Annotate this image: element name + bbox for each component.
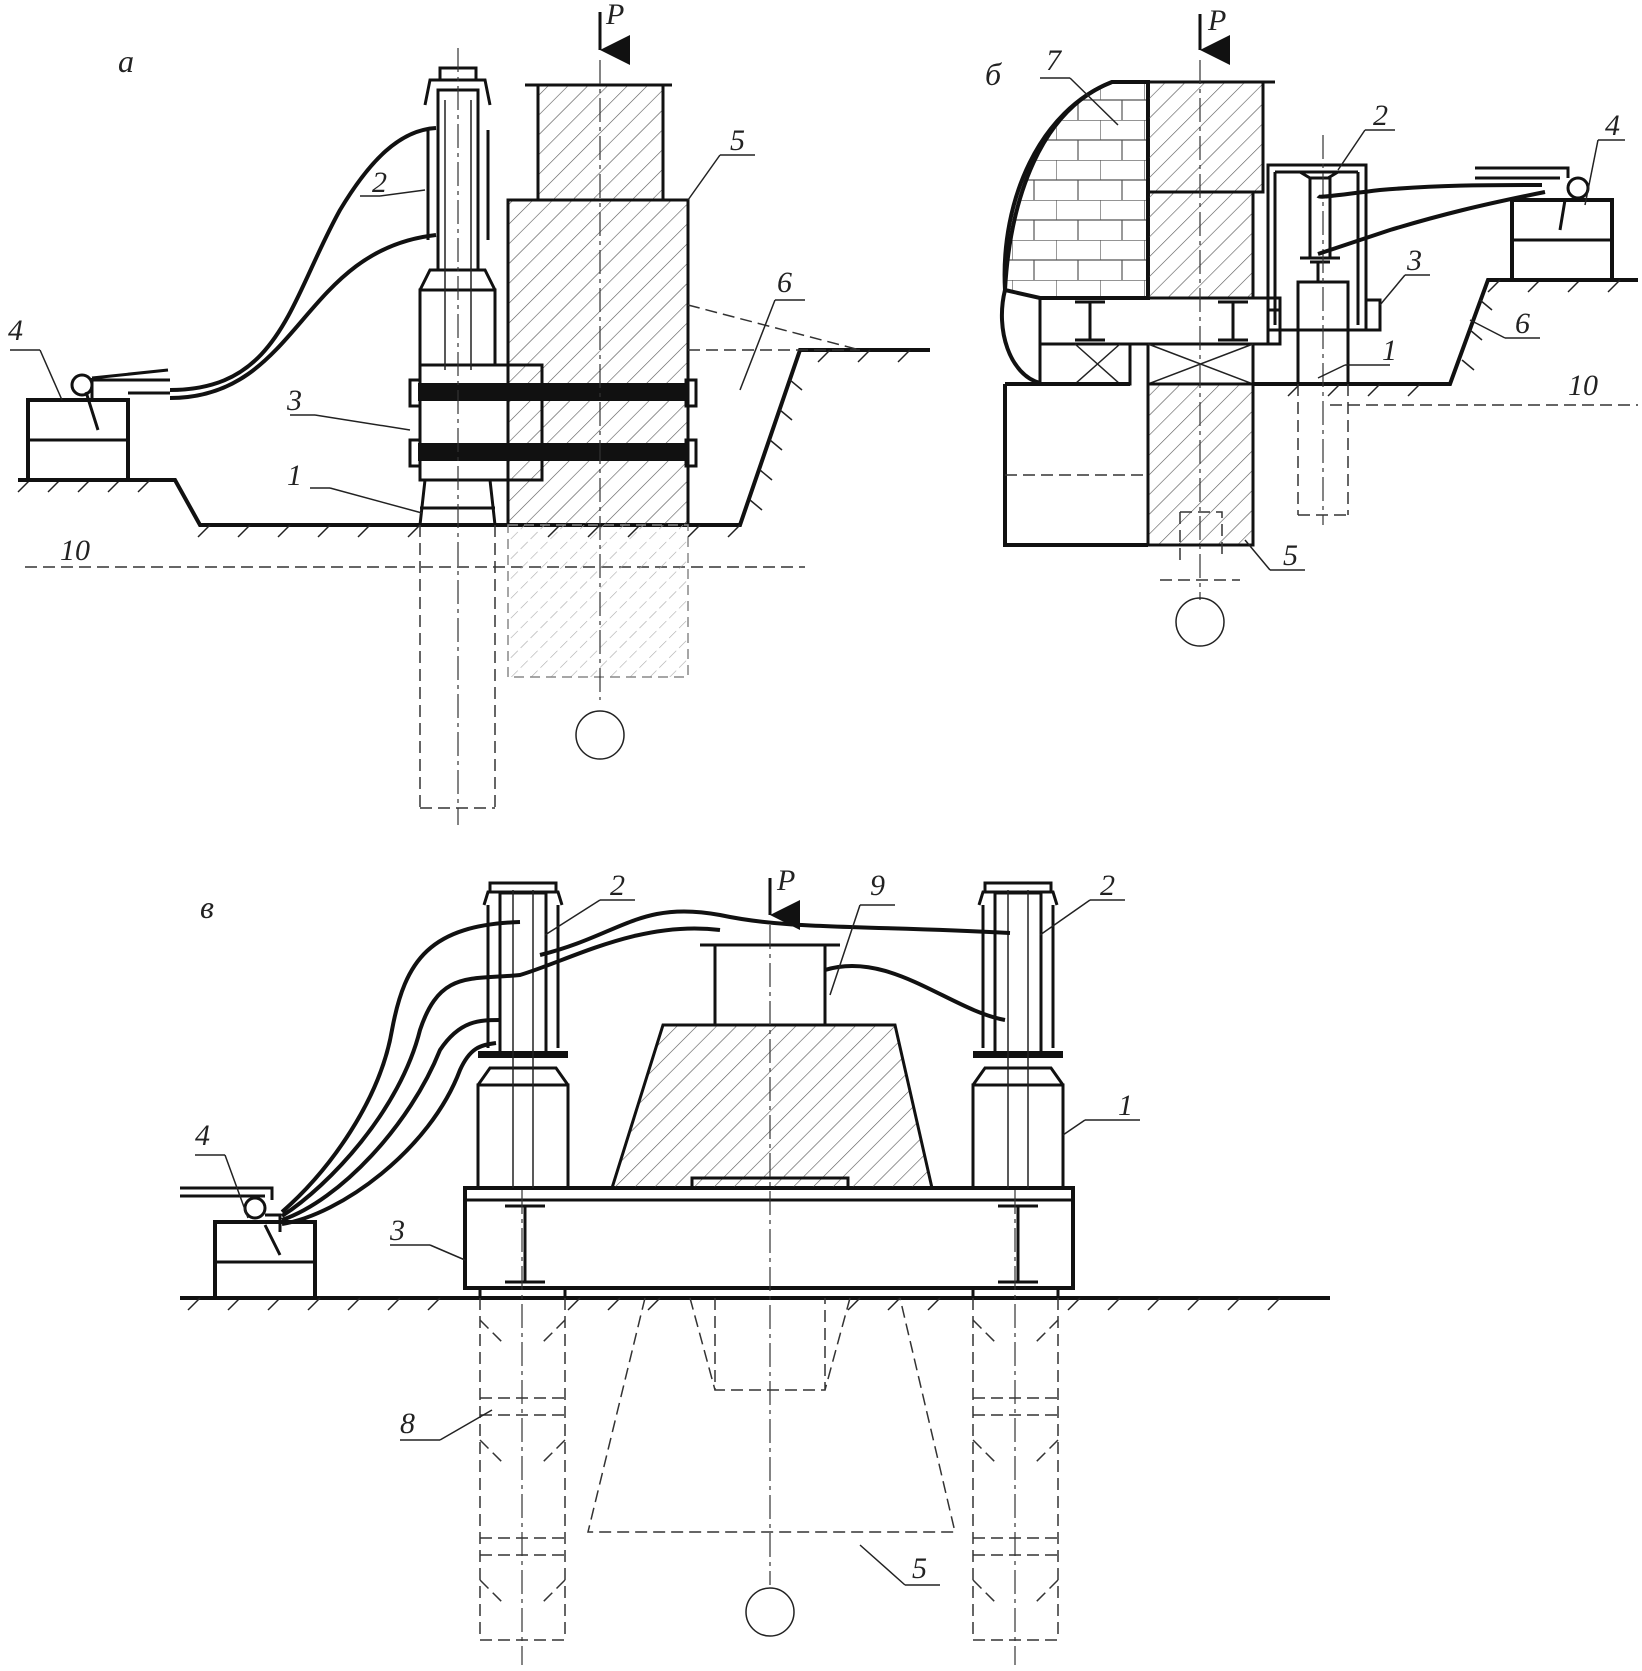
svg-text:1: 1 <box>1382 334 1397 367</box>
ground-hatch-b <box>1287 279 1621 397</box>
svg-text:4: 4 <box>8 314 23 347</box>
svg-text:4: 4 <box>195 1119 210 1152</box>
panel-b: б <box>985 4 1638 647</box>
svg-text:5: 5 <box>730 124 745 157</box>
svg-text:3: 3 <box>286 384 302 417</box>
hoses-v <box>280 909 1011 1226</box>
load-label-v: P <box>776 864 795 897</box>
panel-v: в <box>180 864 1330 1665</box>
hose-lower-b <box>1317 190 1546 256</box>
load-label-b: P <box>1207 4 1226 37</box>
svg-text:5: 5 <box>1283 539 1298 572</box>
svg-text:5: 5 <box>912 1552 927 1585</box>
load-label-a: P <box>605 0 624 31</box>
center-circle-b <box>1175 597 1225 647</box>
svg-text:9: 9 <box>870 869 885 902</box>
hose-upper-a <box>169 126 437 392</box>
svg-text:6: 6 <box>777 266 792 299</box>
svg-text:6: 6 <box>1515 307 1530 340</box>
foundation-below-v <box>587 1297 956 1533</box>
center-circle-a <box>575 710 625 760</box>
excavation-outline-a <box>18 348 930 527</box>
hose-lower-a <box>169 233 437 400</box>
svg-text:10: 10 <box>60 534 90 567</box>
ground-hatch-v <box>187 1297 1281 1311</box>
svg-text:2: 2 <box>1100 869 1115 902</box>
panel-letter-a: а <box>118 43 134 79</box>
jack-right-v <box>971 881 1065 1190</box>
panel-letter-v: в <box>200 889 214 925</box>
svg-text:2: 2 <box>610 869 625 902</box>
svg-text:3: 3 <box>1406 244 1422 277</box>
callouts-a: 1 2 3 4 5 6 10 <box>8 124 805 567</box>
pump-box-v <box>213 1220 317 1300</box>
svg-text:4: 4 <box>1605 109 1620 142</box>
svg-text:2: 2 <box>1373 99 1388 132</box>
svg-text:1: 1 <box>1118 1089 1133 1122</box>
beam-frame-v <box>463 1186 1075 1290</box>
foundation-trapezoid-v <box>609 1023 934 1190</box>
panel-letter-b: б <box>985 56 1002 92</box>
column-b <box>1146 80 1265 194</box>
brick-wall-b <box>1002 80 1150 300</box>
foundation-block-a <box>506 198 690 527</box>
svg-text:3: 3 <box>389 1214 405 1247</box>
svg-text:2: 2 <box>372 166 387 199</box>
panel-a: а <box>8 0 930 825</box>
svg-text:7: 7 <box>1046 44 1063 77</box>
svg-text:8: 8 <box>400 1407 415 1440</box>
hose-upper-b <box>1316 183 1543 199</box>
center-circle-v <box>745 1587 795 1637</box>
jack-frame-b <box>1266 163 1368 332</box>
foundation-below-a <box>507 524 689 678</box>
svg-text:1: 1 <box>287 459 302 492</box>
callouts-v: 1 2 2 3 4 5 8 9 <box>195 869 1140 1586</box>
svg-text:10: 10 <box>1568 369 1598 402</box>
callouts-b: 1 2 3 4 5 6 7 10 <box>1040 44 1625 572</box>
